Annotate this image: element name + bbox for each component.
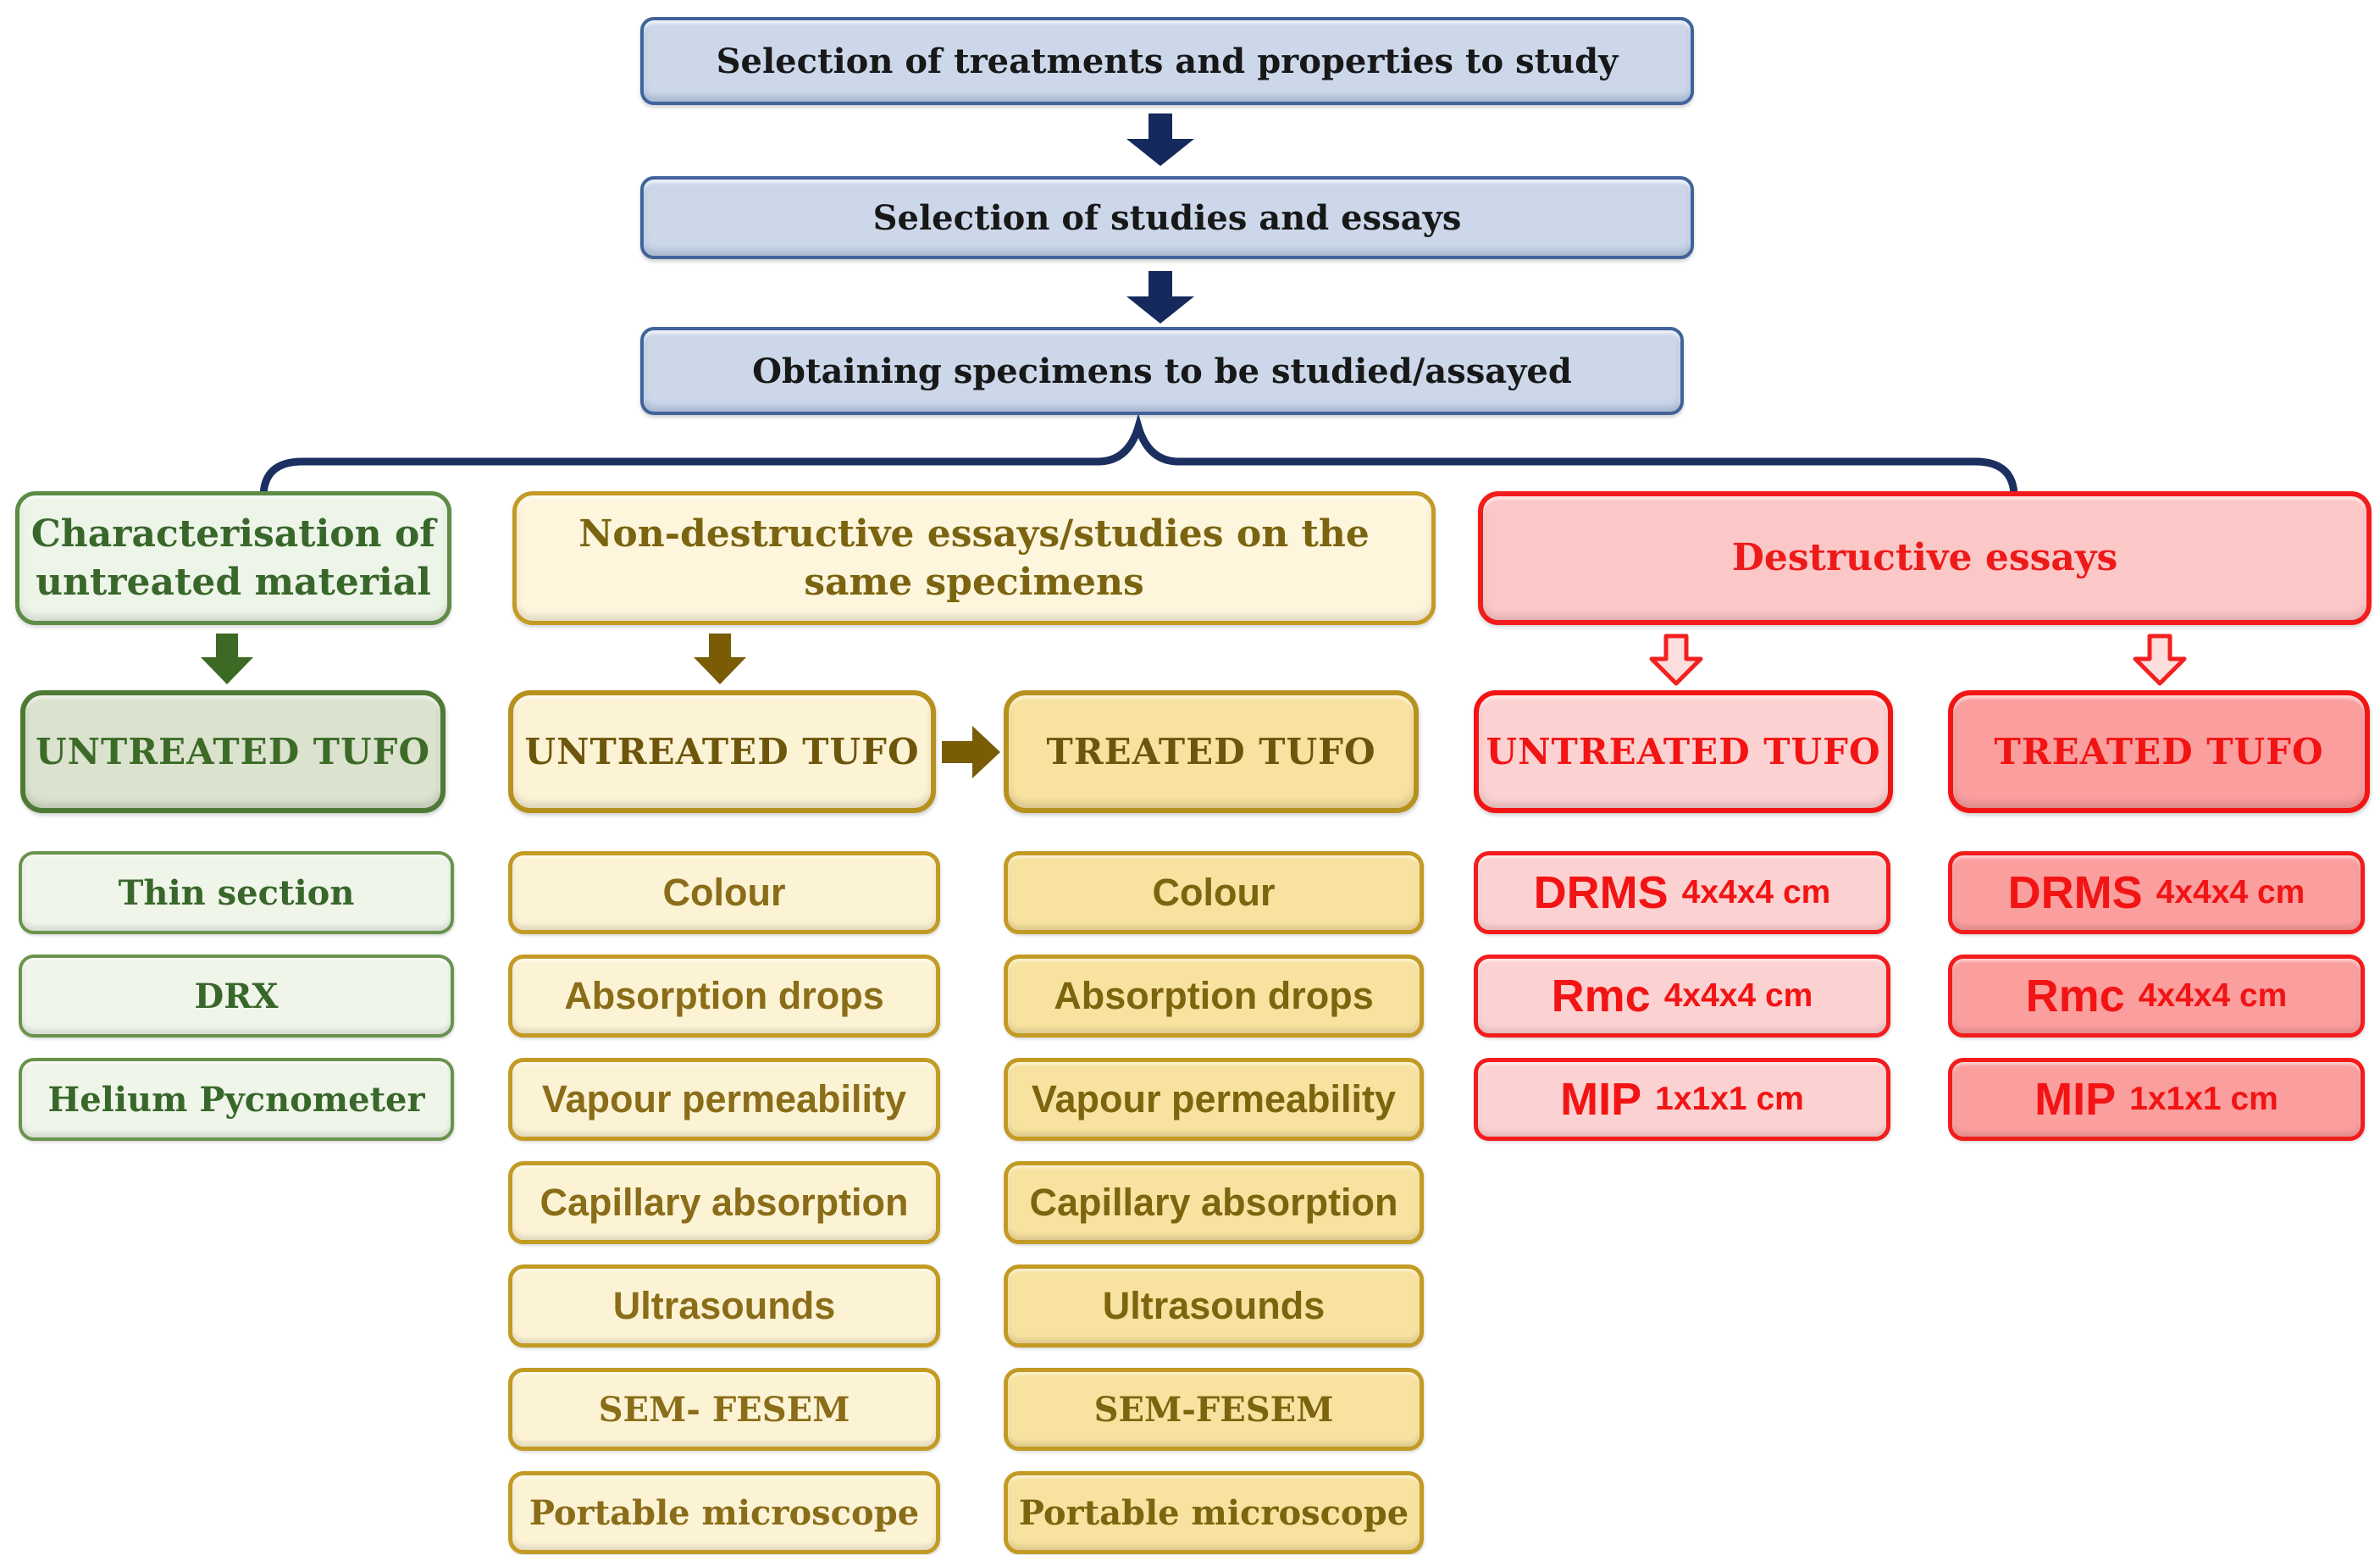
item-colour-treated: Colour	[1004, 851, 1424, 934]
item-mip-untreated: MIP 1x1x1 cm	[1474, 1058, 1890, 1141]
hollow-down-arrow-icon	[2133, 634, 2187, 686]
item-ultrasounds-treated: Ultrasounds	[1004, 1264, 1424, 1347]
specimen-size: 4x4x4 cm	[2138, 977, 2288, 1014]
test-name: Rmc	[1551, 971, 1651, 1021]
item-mip-treated: MIP 1x1x1 cm	[1948, 1058, 2365, 1141]
flow-step-1: Selection of treatments and properties t…	[640, 17, 1694, 105]
test-name: Rmc	[2025, 971, 2125, 1021]
item-rmc-untreated: Rmc 4x4x4 cm	[1474, 955, 1890, 1038]
specimen-size: 4x4x4 cm	[1681, 874, 1831, 910]
item-capillary-absorption-untreated: Capillary absorption	[508, 1161, 940, 1244]
specimen-box-nondestructive-untreated: UNTREATED TUFO	[508, 690, 936, 813]
down-arrow-icon	[1126, 113, 1194, 166]
item-vapour-permeability-untreated: Vapour permeability	[508, 1058, 940, 1141]
item-drms-untreated: DRMS 4x4x4 cm	[1474, 851, 1890, 934]
brace-connector	[259, 415, 2018, 501]
branch-header-destructive: Destructive essays	[1478, 491, 2372, 625]
right-arrow-icon	[942, 726, 1000, 778]
item-rmc-treated: Rmc 4x4x4 cm	[1948, 955, 2365, 1038]
item-capillary-absorption-treated: Capillary absorption	[1004, 1161, 1424, 1244]
specimen-box-nondestructive-treated: TREATED TUFO	[1004, 690, 1419, 813]
branch-header-non-destructive: Non-destructive essays/studies on the sa…	[512, 491, 1436, 625]
test-name: MIP	[1560, 1074, 1642, 1125]
specimen-size: 1x1x1 cm	[1655, 1081, 1804, 1117]
down-arrow-icon	[1126, 271, 1194, 324]
branch-header-characterisation: Characterisation of untreated material	[15, 491, 451, 625]
item-sem-fesem-untreated: SEM- FESEM	[508, 1368, 940, 1451]
item-drx: DRX	[19, 955, 454, 1038]
item-absorption-drops-treated: Absorption drops	[1004, 955, 1424, 1038]
down-arrow-icon	[201, 634, 253, 684]
specimen-size: 4x4x4 cm	[1663, 977, 1813, 1014]
down-arrow-icon	[694, 634, 746, 684]
test-name: MIP	[2034, 1074, 2117, 1125]
item-drms-treated: DRMS 4x4x4 cm	[1948, 851, 2365, 934]
item-helium-pycnometer: Helium Pycnometer	[19, 1058, 454, 1141]
item-portable-microscope-treated: Portable microscope	[1004, 1471, 1424, 1554]
test-name: DRMS	[1533, 867, 1669, 918]
specimen-size: 1x1x1 cm	[2129, 1081, 2278, 1117]
item-thin-section: Thin section	[19, 851, 454, 934]
item-absorption-drops-untreated: Absorption drops	[508, 955, 940, 1038]
specimen-size: 4x4x4 cm	[2156, 874, 2305, 910]
item-portable-microscope-untreated: Portable microscope	[508, 1471, 940, 1554]
item-colour-untreated: Colour	[508, 851, 940, 934]
item-ultrasounds-untreated: Ultrasounds	[508, 1264, 940, 1347]
specimen-box-destructive-untreated: UNTREATED TUFO	[1474, 690, 1893, 813]
flow-step-2: Selection of studies and essays	[640, 176, 1694, 259]
item-sem-fesem-treated: SEM-FESEM	[1004, 1368, 1424, 1451]
specimen-box-characterisation-untreated: UNTREATED TUFO	[20, 690, 446, 813]
specimen-box-destructive-treated: TREATED TUFO	[1948, 690, 2370, 813]
item-vapour-permeability-treated: Vapour permeability	[1004, 1058, 1424, 1141]
hollow-down-arrow-icon	[1649, 634, 1703, 686]
flow-step-3: Obtaining specimens to be studied/assaye…	[640, 327, 1684, 415]
test-name: DRMS	[2007, 867, 2143, 918]
